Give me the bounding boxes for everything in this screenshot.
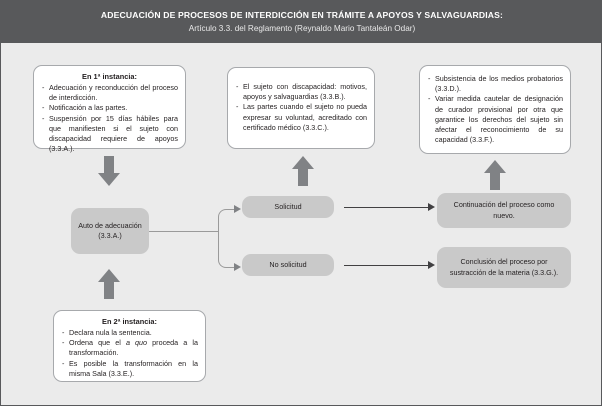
box-no-solicitud-label: No solicitud (269, 259, 307, 269)
connector-solicitud-to-continuacion (344, 207, 429, 208)
arrow-up-icon-second-instance-to-auto (98, 269, 120, 299)
box-continuacion: Continuación del proceso como nuevo. (437, 193, 571, 228)
arrow-up-icon-solicitud-to-notified-parties (292, 156, 314, 186)
box-first-instance-list: Adecuación y reconducción del proceso de… (41, 83, 178, 154)
arrow-up-icon-continuacion-to-effects (484, 160, 506, 190)
connector-auto-to-solicitud (218, 209, 236, 232)
arrowhead-icon-no-solicitud (234, 263, 241, 271)
box-second-instance-heading: En 2ª instancia: (102, 317, 157, 326)
list-item-text: Ordena que el a quo proceda a la transfo… (69, 338, 198, 358)
arrowhead-icon-conclusion (428, 261, 435, 269)
list-item: Subsistencia de los medios probatorios (… (427, 74, 563, 94)
list-item: Declara nula la sentencia. (61, 328, 198, 338)
box-solicitud-label: Solicitud (274, 201, 302, 211)
box-auto-adecuacion: Auto de adecuación (3.3.A.) (71, 208, 149, 254)
list-item: Suspensión por 15 días hábiles para que … (41, 114, 178, 155)
box-solicitud: Solicitud (242, 196, 334, 218)
box-effects-list: Subsistencia de los medios probatorios (… (427, 74, 563, 145)
list-item: Las partes cuando el sujeto no pueda exp… (235, 102, 367, 133)
box-auto-adecuacion-label: Auto de adecuación (3.3.A.) (78, 220, 142, 240)
box-effects: Subsistencia de los medios probatorios (… (419, 65, 571, 154)
list-item: Notificación a las partes. (41, 103, 178, 113)
box-second-instance-list: Declara nula la sentencia. Ordena que el… (61, 328, 198, 379)
list-item: El sujeto con discapacidad: motivos, apo… (235, 82, 367, 102)
box-notified-parties: El sujeto con discapacidad: motivos, apo… (227, 67, 375, 149)
box-first-instance-heading: En 1ª instancia: (82, 72, 137, 81)
box-continuacion-label: Continuación del proceso como nuevo. (453, 200, 555, 220)
box-conclusion: Conclusión del proceso por sustracción d… (437, 247, 571, 288)
box-second-instance: En 2ª instancia: Declara nula la sentenc… (53, 310, 206, 382)
list-item: Adecuación y reconducción del proceso de… (41, 83, 178, 103)
arrow-down-icon-first-instance-to-auto (98, 156, 120, 186)
page-title: ADECUACIÓN DE PROCESOS DE INTERDICCIÓN E… (100, 10, 504, 20)
box-conclusion-label: Conclusión del proceso por sustracción d… (449, 257, 559, 277)
diagram-header: ADECUACIÓN DE PROCESOS DE INTERDICCIÓN E… (1, 1, 601, 43)
page-subtitle: Artículo 3.3. del Reglamento (Reynaldo M… (188, 24, 416, 33)
arrowhead-icon-solicitud (234, 205, 241, 213)
arrowhead-icon-continuacion (428, 203, 435, 211)
connector-auto-trunk (149, 231, 219, 232)
box-no-solicitud: No solicitud (242, 254, 334, 276)
connector-no-solicitud-to-conclusion (344, 265, 429, 266)
box-notified-parties-list: El sujeto con discapacidad: motivos, apo… (235, 82, 367, 133)
list-item: Ordena que el a quo proceda a la transfo… (61, 338, 198, 358)
list-item: Variar medida cautelar de designación de… (427, 94, 563, 145)
list-item: Es posible la transformación en la misma… (61, 359, 198, 379)
box-first-instance: En 1ª instancia: Adecuación y reconducci… (33, 65, 186, 153)
connector-auto-to-no-solicitud (218, 231, 236, 268)
